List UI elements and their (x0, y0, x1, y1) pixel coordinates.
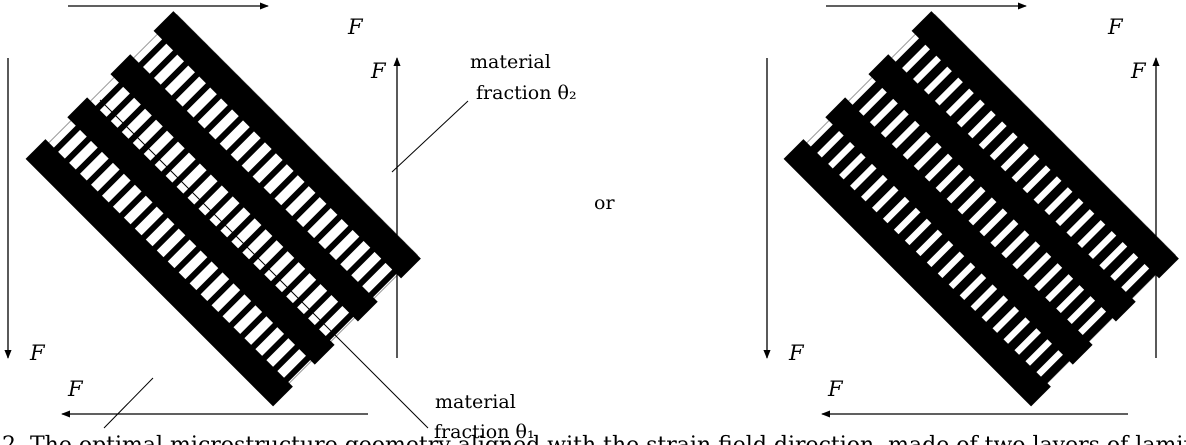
or-label: or (594, 192, 615, 214)
left-laminate-band (67, 97, 335, 365)
theta1-label-word: material (435, 391, 516, 413)
left-laminate-stripe (202, 184, 351, 333)
right-force-label-left: F (788, 341, 805, 365)
left-thick-bands (25, 11, 421, 407)
right-laminate-stripe (816, 40, 968, 192)
right-laminate-stripe (1013, 237, 1165, 389)
right-laminate-stripe (893, 117, 1044, 268)
right-laminate-band (783, 139, 1051, 407)
left-laminate-stripe (70, 52, 219, 201)
caption-fragment: 2. The optimal microstructure geometry a… (2, 433, 1186, 445)
right-laminate-stripe (794, 18, 946, 170)
left-laminate-stripe (48, 30, 198, 180)
left-panel: F F F F material fraction θ₂ material fr… (4, 2, 577, 443)
left-laminate-stripe (81, 63, 230, 212)
left-laminate-stripe (169, 151, 318, 300)
theta1-leader-line-b (103, 377, 154, 429)
left-laminate-band (25, 139, 293, 407)
left-laminate-band (110, 54, 378, 322)
right-laminate-stripe (849, 73, 1000, 224)
right-laminate-stripe (937, 161, 1088, 312)
left-thin-stripes (37, 19, 417, 399)
right-laminate-stripe (871, 95, 1022, 246)
right-laminate-stripe (947, 171, 1099, 323)
left-laminate-stripe (212, 194, 362, 344)
left-microstructure (25, 11, 421, 407)
left-laminate-stripe (191, 173, 340, 322)
left-laminate-stripe (245, 227, 395, 377)
left-laminate-stripe (37, 19, 187, 169)
left-laminate-band (153, 11, 421, 279)
right-thick-bands (783, 11, 1179, 407)
left-force-label-right: F (370, 59, 387, 83)
right-force-label-right: F (1130, 59, 1147, 83)
left-laminate-stripe (103, 85, 252, 234)
theta2-leader-line (391, 100, 469, 173)
right-force-label-top: F (1107, 15, 1124, 39)
left-force-label-bottom: F (67, 377, 84, 401)
right-microstructure (783, 11, 1179, 407)
right-laminate-stripe (904, 128, 1055, 279)
left-laminate-stripe (267, 249, 417, 399)
right-laminate-stripe (969, 193, 1121, 345)
right-laminate-stripe (860, 84, 1011, 235)
right-laminate-stripe (915, 139, 1066, 290)
left-laminate-stripe (125, 107, 274, 256)
right-laminate-stripe (1024, 248, 1176, 400)
right-laminate-band (911, 11, 1179, 279)
left-force-label-top: F (347, 15, 364, 39)
theta1-label-fraction: fraction θ₁ (434, 421, 535, 443)
right-laminate-band (868, 54, 1136, 322)
left-laminate-stripe (158, 140, 307, 289)
theta1-leader-line-a (99, 99, 429, 429)
left-laminate-stripe (147, 129, 296, 278)
right-laminate-stripe (1002, 226, 1154, 378)
right-laminate-stripe (926, 150, 1077, 301)
left-laminate-stripe (234, 216, 384, 366)
theta2-label-word: material (470, 51, 551, 73)
left-laminate-stripe (180, 162, 329, 311)
right-laminate-band (825, 97, 1093, 365)
right-laminate-stripe (827, 51, 979, 203)
left-laminate-stripe (256, 238, 406, 388)
right-laminate-stripe (805, 29, 957, 181)
right-laminate-stripe (980, 204, 1132, 356)
right-laminate-stripe (882, 106, 1033, 257)
left-force-label-left: F (29, 341, 46, 365)
right-panel: F F F F (763, 2, 1179, 418)
left-laminate-stripe (136, 118, 285, 267)
left-laminate-stripe (59, 41, 209, 191)
right-force-label-bottom: F (827, 377, 844, 401)
right-laminate-stripe (991, 215, 1143, 367)
right-laminate-stripe (838, 62, 990, 214)
right-thin-stripes (794, 18, 1176, 400)
right-laminate-stripe (958, 182, 1110, 334)
left-laminate-stripe (223, 205, 373, 355)
left-laminate-stripe (92, 74, 241, 223)
theta2-label-fraction: fraction θ₂ (476, 82, 577, 104)
left-laminate-stripe (114, 96, 263, 245)
